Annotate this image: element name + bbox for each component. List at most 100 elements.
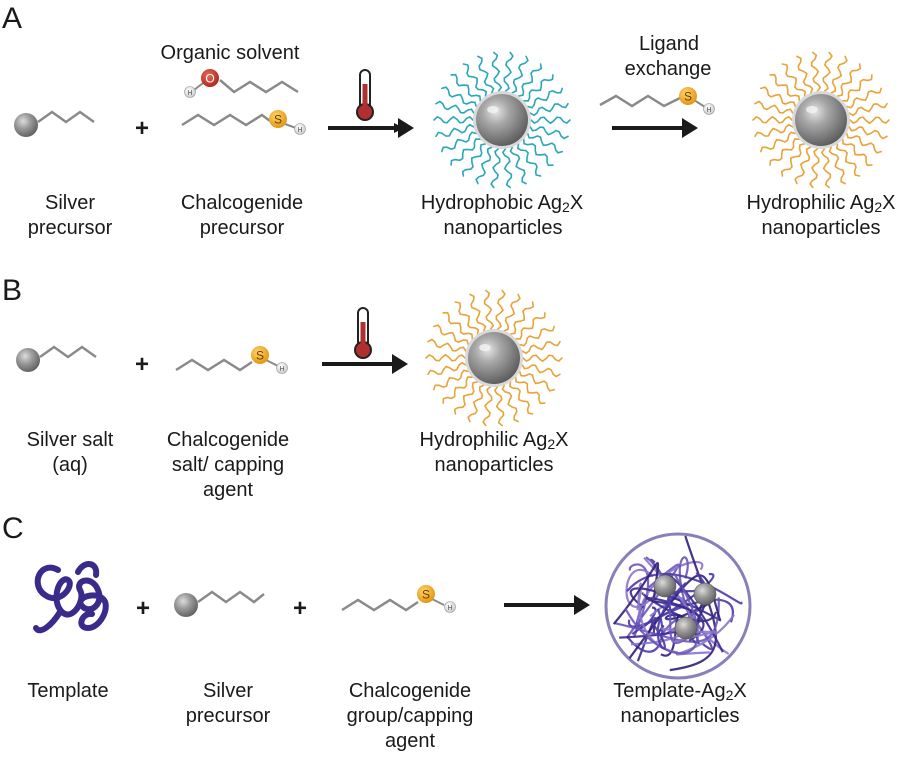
ligand-strand [503,293,521,332]
ligand-strand [769,138,801,166]
template-label: Template [27,680,109,702]
ligand-strand [835,143,861,177]
silver-sphere-icon [16,348,40,372]
ligand-strand [442,311,474,340]
panel-letter-a: A [2,2,23,35]
arrowhead [398,118,414,138]
plus-sign: + [134,351,150,378]
ligand-strand [425,353,466,362]
chalcogenide-molecule-b: S H [175,346,288,374]
alkyl-chain [37,110,95,124]
alkyl-chain [39,345,97,359]
ligand-strand [754,123,794,138]
ligand-strand [501,148,513,189]
ligand-strand [526,87,563,109]
sulfur-atom [417,585,435,603]
ligand-strand [514,312,546,340]
ligand-label-line1: Ligand [638,33,700,55]
ligand-strand [442,376,474,404]
hydrophobic-label-line1: Hydrophobic Ag2X [420,192,584,215]
ligand-strand [433,369,470,391]
arrowhead [392,354,408,374]
sulfur-symbol: S [274,113,282,127]
oxygen-symbol: O [205,72,214,86]
chalcogenide-precursor-label-line1: Chalcogenide [180,192,304,214]
ligand-strand [477,55,495,94]
template-strand [645,556,692,644]
oxygen-atom [201,69,219,87]
silver-sphere-icon [693,582,717,606]
ligand-strand [845,132,882,154]
ligand-strand [511,55,529,94]
ligand-strand [503,51,514,92]
silver-sphere-icon [174,593,198,617]
ligand-strand [433,115,474,124]
ligand-strand [491,51,503,92]
template-strand [678,556,693,622]
ligand-strand [780,143,806,177]
ligand-strand [490,148,501,189]
template-strand [645,597,705,642]
template-nanoparticle-icon [604,532,752,680]
ligand-strand [828,146,846,185]
ligand-strand [495,289,506,330]
nanoparticle-core [476,94,528,146]
thiol-ligand-molecule: S H [599,87,715,115]
nanoparticle-icon [433,51,571,189]
ligand-strand [810,51,822,92]
ligand-strand [830,55,848,94]
sulfur-atom [251,346,269,364]
silver-precursor-label-line2: precursor [27,217,113,239]
ligand-strand [522,138,554,167]
chalcogenide-precursor-label-line2: precursor [199,217,285,239]
ligand-strand [441,86,478,108]
ligand-strand [427,361,467,376]
hydrogen-symbol: H [447,605,452,612]
ligand-strand [809,148,820,189]
ligand-strand [461,143,487,177]
panel-letter-c: C [2,512,24,545]
hydrophilic-label-b-line2: nanoparticles [434,454,554,476]
ligand-strand [820,148,832,189]
hydrophilic-label-a-line1: Hydrophilic Ag2X [746,192,896,215]
ligand-strand [469,293,487,332]
template-outline [604,532,752,680]
ligand-strand [836,63,862,97]
silver-salt-molecule [16,345,97,372]
template-coil-icon [33,561,109,634]
chalcogenide-group-label-line3: agent [384,730,436,752]
plus-sign: + [292,595,308,622]
sulfur-symbol: S [256,349,264,363]
ligand-strand [760,131,797,153]
ligand-strand [493,386,505,427]
chalcogenide-group-label-line2: group/capping [346,705,474,727]
ligand-strand [467,384,485,423]
ligand-strand [522,74,554,102]
ligand-strand [450,73,482,102]
chalcogenide-group-label-line1: Chalcogenide [348,680,472,702]
chalcogenide-molecule-a: S H [181,110,306,135]
ligand-strand [848,126,888,140]
ligand-strand [435,100,475,114]
hydrogen-atom [276,362,288,374]
template-strand [628,563,650,638]
template-np-label-line1: Template-Ag2X [613,680,747,703]
chalcogenide-salt-label-line3: agent [202,479,254,501]
ligand-strand [521,364,561,378]
ligand-strand [483,289,495,330]
alkyl-chain [181,113,271,127]
silver-sphere-icon [14,113,38,137]
template-strand [626,572,743,605]
ligand-strand [501,384,519,423]
silver-salt-label-line2: (aq) [52,454,88,476]
ligand-strand [822,51,833,92]
ligand-strand [441,131,478,153]
ligand-label-line2: exchange [624,58,712,80]
sulfur-symbol: S [684,90,692,104]
hydrogen-symbol: H [279,366,284,373]
silver-sphere-icon [653,574,677,598]
hydrophilic-label-a-line2: nanoparticles [761,217,881,239]
alkyl-chain [175,358,253,372]
chalcogenide-salt-label-line1: Chalcogenide [166,429,290,451]
